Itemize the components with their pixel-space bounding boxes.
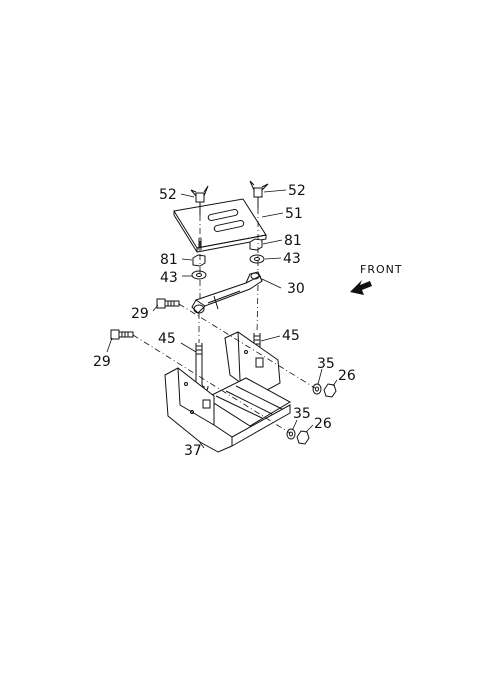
callout-51: 51: [285, 206, 303, 222]
callout-leaders: [106, 189, 338, 449]
callout-43-right: 43: [283, 251, 301, 267]
callout-labels: 52 52 51 81 81 43 43 30 29 29 45 45 35 2…: [93, 183, 356, 459]
nut-upper: [323, 383, 337, 398]
clamp-bracket: [191, 271, 263, 314]
washer-left: [191, 270, 207, 280]
front-arrow-icon: [350, 280, 372, 295]
callout-35-upper: 35: [317, 356, 335, 372]
nut-lower: [296, 430, 310, 445]
bolt-upper: [156, 298, 180, 309]
bolt-lower: [110, 329, 134, 340]
wing-nut-left: [190, 185, 209, 215]
front-label: FRONT: [360, 263, 403, 276]
wing-nut-right: [249, 180, 269, 208]
washer-upper: [312, 383, 322, 395]
callout-81-right: 81: [284, 233, 302, 249]
callout-43-left: 43: [160, 270, 178, 286]
washer-lower: [286, 428, 296, 440]
callout-45-right: 45: [282, 328, 300, 344]
battery-tray: [164, 331, 292, 453]
callout-45-left: 45: [158, 331, 176, 347]
hex-nut-left: [192, 254, 206, 267]
callout-26-lower: 26: [314, 416, 332, 432]
assembly-centerlines: [132, 208, 316, 434]
callout-26-upper: 26: [338, 368, 356, 384]
callout-30: 30: [287, 281, 305, 297]
callout-29-lower: 29: [93, 354, 111, 370]
callout-52-left: 52: [159, 187, 177, 203]
callout-37: 37: [184, 443, 202, 459]
callout-81-left: 81: [160, 252, 178, 268]
callout-52-right: 52: [288, 183, 306, 199]
battery-cover-plate: [173, 198, 267, 253]
callout-29-upper: 29: [131, 306, 149, 322]
callout-35-lower: 35: [293, 406, 311, 422]
washer-right: [249, 254, 265, 264]
hex-nut-right: [249, 238, 263, 251]
